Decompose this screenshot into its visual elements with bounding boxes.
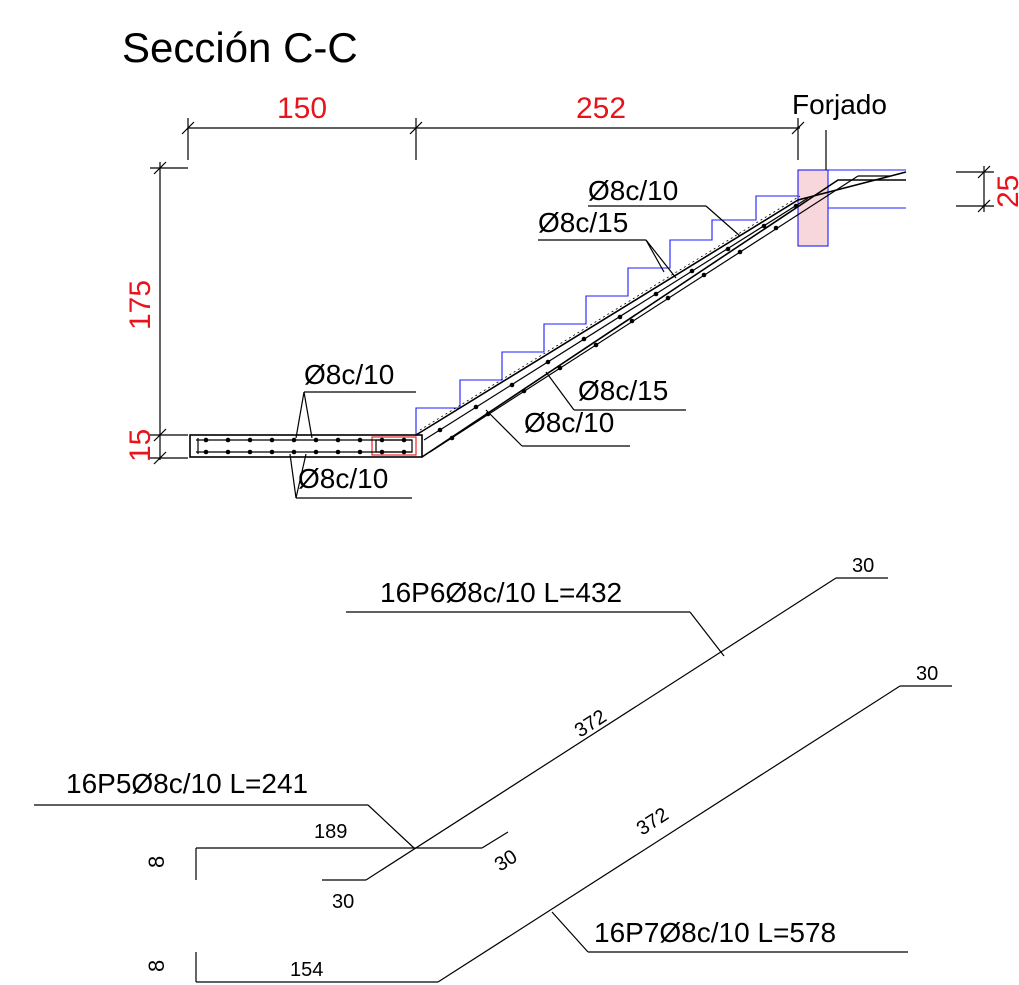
dim-horizontal-2: 252 <box>576 92 626 125</box>
dimension-slab <box>956 165 994 213</box>
bar-p5-hook-end: 30 <box>491 846 522 877</box>
bar-p7 <box>195 685 952 983</box>
bar-p6-label: 16P6Ø8c/10 L=432 <box>380 577 622 608</box>
bar-p6-hook-bottom: 30 <box>332 891 354 913</box>
bar-p5-label: 16P5Ø8c/10 L=241 <box>66 768 308 799</box>
dim-horizontal-1: 150 <box>277 92 327 125</box>
rebar-label-slope-lower: Ø8c/10 <box>524 407 614 438</box>
callout-landing-bottom-leader <box>289 453 412 499</box>
bar-p7-label: 16P7Ø8c/10 L=578 <box>594 917 836 948</box>
dim-landing-thickness: 15 <box>124 429 157 462</box>
forjado-label: Forjado <box>792 89 887 120</box>
bar-p5-hook-vertical: 8 <box>144 856 169 868</box>
bar-p6-length: 372 <box>571 706 611 743</box>
bar-p5 <box>34 804 509 880</box>
callout-landing-top-leader <box>295 391 416 439</box>
forjado-slab <box>797 169 829 247</box>
rebar-dots <box>203 203 799 455</box>
callout-slope-leaders <box>485 371 686 447</box>
rebar-label-top-upper: Ø8c/10 <box>588 175 678 206</box>
rebar-label-top-lower: Ø8c/15 <box>538 207 628 238</box>
bar-p7-hook-top: 30 <box>916 663 938 685</box>
rebar-label-landing-bottom: Ø8c/10 <box>298 463 388 494</box>
bar-p6 <box>322 577 888 881</box>
rebar-lines <box>196 175 890 454</box>
callout-top-leaders <box>538 205 741 279</box>
drawing-title: Sección C-C <box>122 24 358 71</box>
stair-structure <box>189 171 907 458</box>
bar-p6-hook-top: 30 <box>852 555 874 577</box>
stair-steps <box>415 195 798 436</box>
bar-p7-hook-vertical: 8 <box>144 960 169 972</box>
bar-p7-length-flat: 154 <box>290 959 323 981</box>
bar-p5-length: 189 <box>314 821 347 843</box>
dim-vertical-rise: 175 <box>124 280 157 330</box>
rebar-label-landing-top: Ø8c/10 <box>304 359 394 390</box>
rebar-label-slope-upper: Ø8c/15 <box>578 375 668 406</box>
dimension-horizontal <box>181 118 805 160</box>
dim-slab-thickness: 25 <box>992 175 1019 208</box>
bar-p7-length: 372 <box>633 804 673 841</box>
dimension-vertical <box>150 161 188 465</box>
